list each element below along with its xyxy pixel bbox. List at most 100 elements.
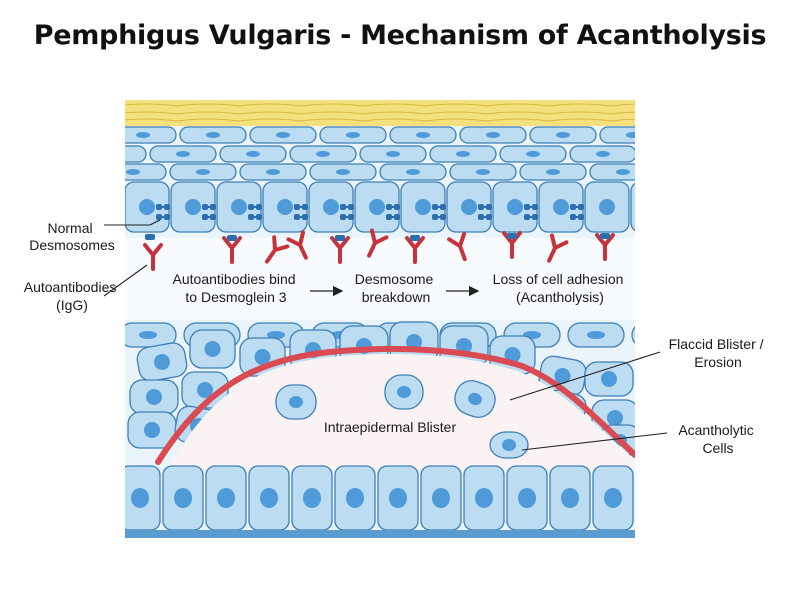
keratinocyte <box>449 163 517 181</box>
mechanism-band <box>125 238 635 320</box>
cell-nucleus <box>556 132 570 138</box>
igg-antibody-shape <box>143 243 163 271</box>
corneum-line <box>125 118 178 122</box>
corneum-line <box>548 103 612 107</box>
cell-body <box>599 126 635 144</box>
desmosome-plaque <box>578 214 584 220</box>
igg-antibody-shape <box>286 230 308 260</box>
cell-nucleus <box>546 169 560 175</box>
acantholytic-cells-pointer <box>521 432 668 451</box>
igg-antibody <box>222 236 242 264</box>
cell-nucleus <box>185 199 201 215</box>
cell-nucleus <box>196 169 210 175</box>
corneum-line <box>176 111 240 115</box>
keratinocyte <box>291 465 333 531</box>
cell-nucleus <box>456 338 472 354</box>
desmosome <box>386 204 400 220</box>
desmosome-plaque <box>256 204 262 210</box>
cell-nucleus <box>475 488 493 508</box>
desmosome-plaque <box>248 214 254 220</box>
basement-membrane <box>125 530 635 538</box>
autoantibodies-label-line2: (IgG) <box>56 297 88 313</box>
keratinocyte <box>463 465 505 531</box>
acantholytic-cells-label-line2: Cells <box>702 440 733 456</box>
cell-nucleus <box>432 488 450 508</box>
corneum-line <box>610 118 635 122</box>
keratinocyte <box>384 374 424 410</box>
cell-nucleus <box>651 331 669 339</box>
cell-nucleus <box>504 347 521 363</box>
cell-nucleus <box>389 488 407 508</box>
cell-body <box>630 182 635 232</box>
step3-label: Loss of cell adhesion (Acantholysis) <box>493 271 628 305</box>
desmosome-plaque <box>202 214 208 220</box>
cell-nucleus <box>645 199 661 215</box>
igg-antibody-shape <box>367 228 389 258</box>
cell-nucleus <box>607 410 623 426</box>
normal-desmosomes-label-line1: Normal <box>47 220 92 236</box>
desmosome-plaque <box>432 204 438 210</box>
corneum-line <box>424 111 488 115</box>
keratinocyte <box>125 126 177 144</box>
cell-nucleus <box>666 151 680 157</box>
desmosome-plaque <box>478 204 484 210</box>
step3-label-line2: (Acantholysis) <box>516 289 604 305</box>
keratinocyte <box>506 465 548 531</box>
keratinocyte <box>359 145 427 163</box>
cell-nucleus <box>599 199 615 215</box>
basal-layer <box>125 465 676 531</box>
keratinocyte <box>205 465 247 531</box>
igg-antibody <box>405 236 425 264</box>
cell-nucleus <box>231 199 247 215</box>
cell-nucleus <box>397 386 411 398</box>
corneum-line <box>424 103 488 107</box>
keratinocyte <box>549 465 591 531</box>
keratinocyte <box>334 465 376 531</box>
flaccid-blister-label-line1: Flaccid Blister / <box>669 336 764 352</box>
corneum-line <box>362 111 426 115</box>
keratinocyte <box>249 126 317 144</box>
corneum-line <box>238 118 302 122</box>
cell-nucleus <box>246 151 260 157</box>
corneum-line <box>486 103 550 107</box>
keratinocyte <box>181 371 229 409</box>
cell-nucleus <box>346 488 364 508</box>
corneum-line <box>362 103 426 107</box>
keratinocyte <box>248 465 290 531</box>
autoantibodies-label: Autoantibodies (IgG) <box>24 279 121 313</box>
keratinocyte <box>149 145 217 163</box>
desmosome <box>202 204 216 220</box>
desmosome <box>432 204 446 220</box>
desmosome-plaque <box>570 214 576 220</box>
desmosome <box>570 204 584 220</box>
corneum-line <box>238 103 302 107</box>
igg-antibody-shape <box>405 236 425 264</box>
corneum-line <box>125 111 178 115</box>
desmosome <box>478 204 492 220</box>
desmosome-plaque <box>210 204 216 210</box>
keratinocyte <box>569 145 635 163</box>
keratinocyte <box>125 322 177 348</box>
detached-desmosome <box>507 233 517 239</box>
normal-desmosomes-label: Normal Desmosomes <box>29 220 115 253</box>
cell-nucleus <box>174 488 192 508</box>
step2-label-line2: breakdown <box>362 289 431 305</box>
desmosome-plaque <box>348 214 354 220</box>
keratinocyte <box>189 329 236 369</box>
flaccid-blister-label-line2: Erosion <box>694 354 741 370</box>
igg-antibody <box>264 235 290 264</box>
corneum-line <box>176 103 240 107</box>
igg-antibody <box>595 233 615 261</box>
cell-body <box>125 126 177 144</box>
cell-nucleus <box>289 396 303 408</box>
keratinocyte <box>127 411 177 449</box>
keratinocyte <box>599 126 635 144</box>
step3-label-line1: Loss of cell adhesion <box>493 271 624 287</box>
cell-nucleus <box>468 392 482 406</box>
autoantibodies-label-line1: Autoantibodies <box>24 279 117 295</box>
cell-body <box>636 466 676 530</box>
cell-nucleus <box>146 389 162 405</box>
igg-antibody-shape <box>264 235 290 264</box>
step1-label-line1: Autoantibodies bind <box>173 271 296 287</box>
acantholytic-cells-label-line1: Acantholytic <box>678 422 753 438</box>
